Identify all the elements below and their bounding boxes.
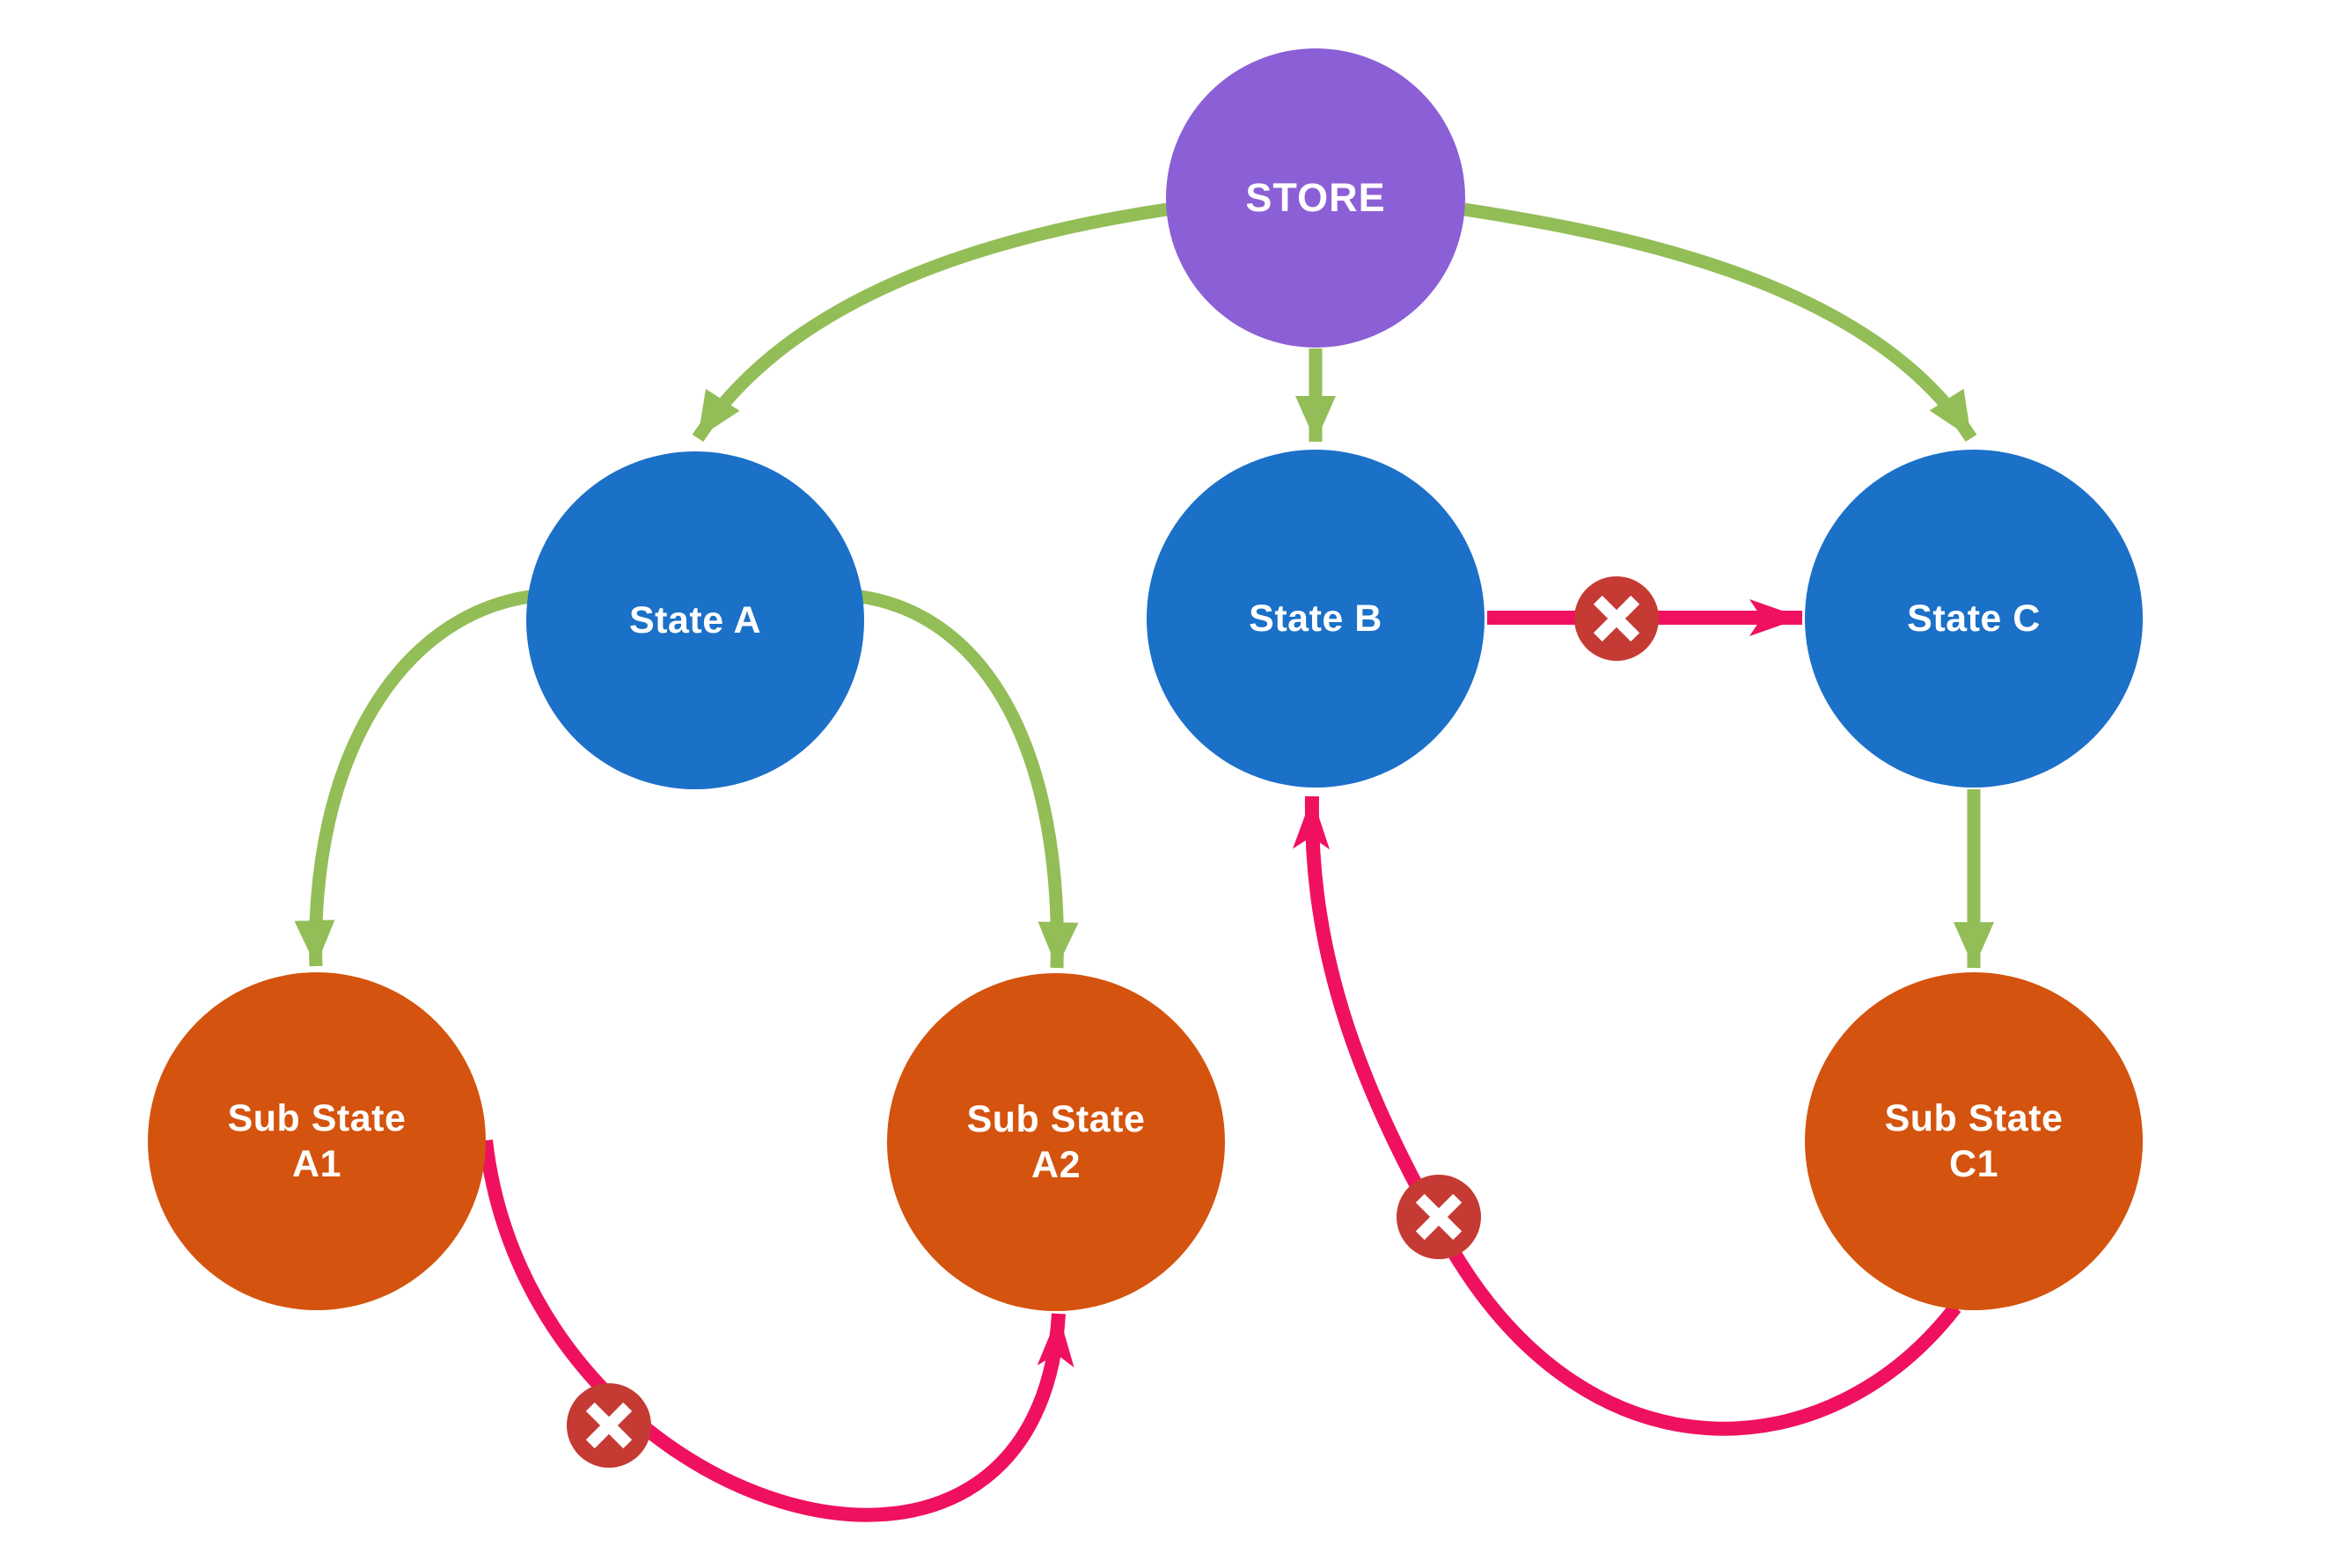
node-sub-state-a2: Sub State A2 xyxy=(887,973,1225,1311)
node-state-b-label: State B xyxy=(1249,597,1382,640)
blocked-cross-icon xyxy=(1574,576,1659,661)
node-sub-state-c1-label-line2: C1 xyxy=(1949,1143,1998,1185)
edge-sub-a1-to-sub-a2-blocked xyxy=(479,1139,1074,1522)
node-state-b: State B xyxy=(1147,450,1485,788)
node-sub-state-a2-label-line2: A2 xyxy=(1031,1144,1081,1186)
edge-sub-c1-to-state-b-blocked xyxy=(1292,795,1961,1436)
node-state-a: State A xyxy=(526,451,864,789)
node-sub-state-a1: Sub State A1 xyxy=(148,972,486,1310)
node-sub-state-c1: Sub State C1 xyxy=(1805,972,2143,1310)
node-store: STORE xyxy=(1166,48,1465,348)
node-store-label: STORE xyxy=(1245,174,1386,220)
edge-state-a-to-sub-a1 xyxy=(294,590,532,967)
node-sub-state-a2-label-line1: Sub State xyxy=(966,1097,1146,1140)
node-sub-state-c1-label-line1: Sub State xyxy=(1884,1096,2064,1139)
edge-state-a-to-sub-a2 xyxy=(859,590,1079,969)
blocked-cross-icon xyxy=(567,1383,651,1468)
node-sub-state-a1-label-line2: A1 xyxy=(292,1143,341,1185)
edge-store-to-state-a xyxy=(692,202,1169,443)
node-sub-state-a1-label-line1: Sub State xyxy=(227,1096,407,1139)
node-state-c: State C xyxy=(1805,450,2143,788)
blocked-cross-icon xyxy=(1397,1175,1481,1259)
node-state-c-label: State C xyxy=(1907,597,2041,640)
node-state-a-label: State A xyxy=(628,598,762,641)
edge-store-to-state-c xyxy=(1463,202,1977,443)
